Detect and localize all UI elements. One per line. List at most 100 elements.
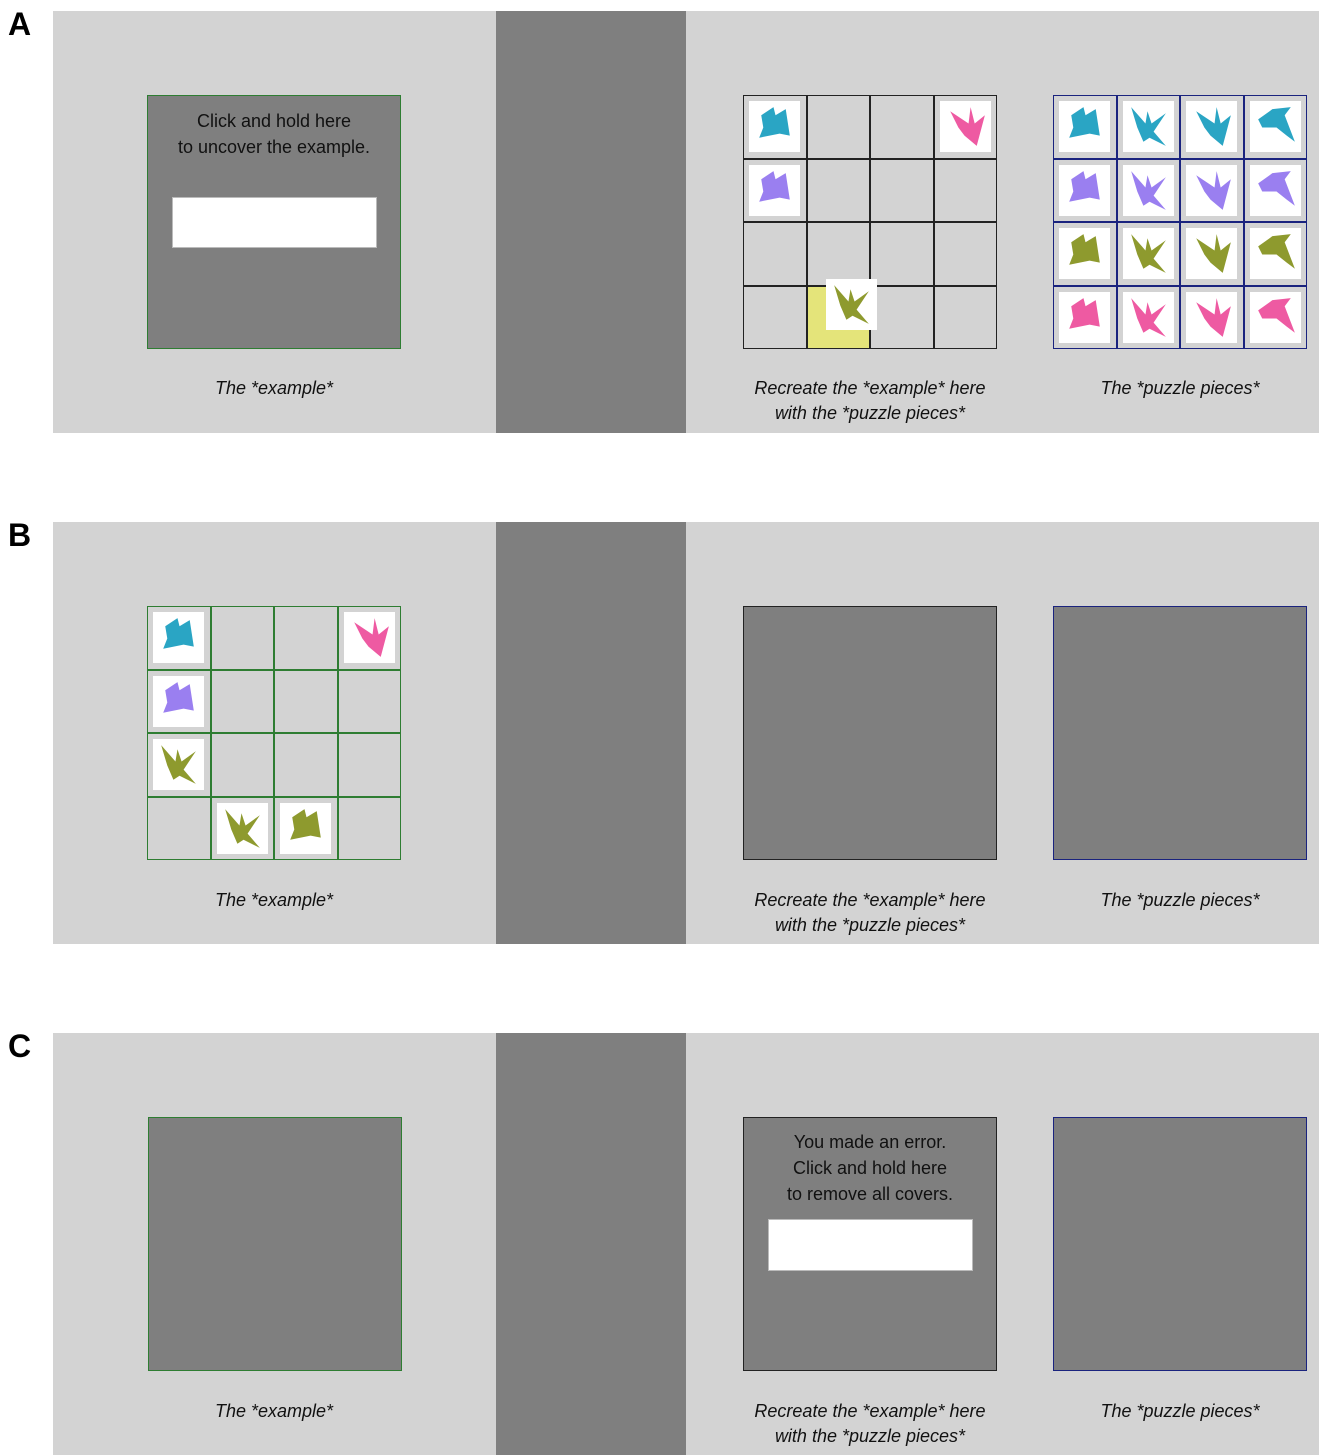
grid-cell[interactable] — [806, 222, 870, 286]
panel-letter-c: C — [8, 1028, 32, 1064]
puzzle-piece-bird[interactable] — [1186, 101, 1237, 152]
arrow-shape-icon — [161, 745, 196, 784]
blob-shape-icon — [290, 808, 321, 840]
puzzle-piece-arrow[interactable] — [1122, 101, 1174, 152]
example-cover[interactable] — [148, 1117, 402, 1371]
grid-cell[interactable] — [1180, 95, 1244, 159]
grid-cell[interactable] — [870, 222, 934, 286]
grid-cell[interactable] — [1180, 222, 1244, 286]
panel-b: The *example* Recreate the *example* her… — [53, 522, 1319, 944]
puzzle-piece-arrow[interactable] — [1122, 164, 1174, 216]
hold-button[interactable] — [172, 197, 377, 248]
puzzle-piece-arrow[interactable] — [216, 802, 268, 854]
grid-cell[interactable] — [274, 669, 338, 733]
grid-cell[interactable] — [210, 796, 274, 860]
error-text-line: to remove all covers. — [786, 1184, 954, 1204]
puzzle-piece-blob[interactable] — [749, 164, 800, 216]
puzzle-piece-bird[interactable] — [1186, 164, 1237, 216]
grid-cell[interactable] — [1053, 158, 1117, 222]
puzzle-piece-arrow[interactable] — [1122, 228, 1174, 279]
puzzle-piece-fish[interactable] — [1249, 164, 1301, 216]
target-error-cover[interactable]: You made an error. Click and hold here t… — [743, 1117, 997, 1371]
hold-button[interactable] — [768, 1219, 973, 1271]
grid-cell[interactable] — [1116, 95, 1180, 159]
puzzle-piece-blob[interactable] — [153, 612, 204, 663]
target-grid — [743, 95, 997, 349]
puzzle-piece-arrow[interactable] — [153, 739, 204, 790]
puzzle-piece-bird[interactable] — [1186, 291, 1237, 343]
grid-cell[interactable] — [147, 733, 211, 797]
puzzle-piece-blob[interactable] — [749, 101, 800, 152]
grid-cell[interactable] — [147, 796, 211, 860]
grid-cell[interactable] — [743, 158, 807, 222]
puzzle-piece-fish[interactable] — [1249, 291, 1301, 343]
grid-cell[interactable] — [337, 733, 401, 797]
puzzle-piece-fish[interactable] — [1249, 228, 1301, 279]
grid-cell[interactable] — [870, 285, 934, 349]
puzzle-piece-blob[interactable] — [1059, 228, 1110, 279]
example-grid — [147, 606, 401, 860]
puzzle-piece-blob[interactable] — [153, 675, 204, 727]
grid-cell[interactable] — [870, 158, 934, 222]
pieces-cover[interactable] — [1053, 1117, 1307, 1371]
grid-cell[interactable] — [1243, 158, 1307, 222]
panel-c: The *example* You made an error. Click a… — [53, 1033, 1319, 1455]
arrow-shape-icon — [1130, 170, 1166, 210]
puzzle-piece-blob[interactable] — [280, 802, 331, 854]
grid-cell[interactable] — [210, 606, 274, 670]
grid-cell[interactable] — [1053, 222, 1117, 286]
grid-cell[interactable] — [274, 606, 338, 670]
grid-cell[interactable] — [337, 669, 401, 733]
puzzle-piece-bird[interactable] — [939, 101, 991, 152]
grid-cell[interactable] — [1180, 158, 1244, 222]
grid-cell[interactable] — [210, 733, 274, 797]
pieces-caption: The *puzzle pieces* — [1100, 890, 1260, 910]
grid-cell[interactable] — [337, 796, 401, 860]
grid-cell[interactable] — [1053, 285, 1117, 349]
target-caption-line1: Recreate the *example* here — [754, 890, 986, 910]
grid-cell[interactable] — [1116, 158, 1180, 222]
pieces-cover[interactable] — [1053, 606, 1307, 860]
grid-cell[interactable] — [1053, 95, 1117, 159]
example-cover[interactable]: Click and hold here to uncover the examp… — [147, 95, 401, 349]
grid-cell[interactable] — [1243, 285, 1307, 349]
grid-cell[interactable] — [274, 796, 338, 860]
puzzle-piece-bird[interactable] — [1186, 228, 1237, 279]
puzzle-piece-fish[interactable] — [1249, 101, 1301, 152]
grid-cell[interactable] — [1180, 285, 1244, 349]
grid-cell[interactable] — [743, 222, 807, 286]
puzzle-piece-blob[interactable] — [1059, 101, 1110, 152]
puzzle-piece-arrow[interactable] — [1122, 291, 1174, 343]
grid-cell[interactable] — [806, 95, 870, 159]
target-cover[interactable] — [743, 606, 997, 860]
target-caption-line1: Recreate the *example* here — [754, 1401, 986, 1421]
grid-cell[interactable] — [274, 733, 338, 797]
grid-cell[interactable] — [933, 222, 997, 286]
puzzle-piece-blob[interactable] — [1059, 291, 1110, 343]
grid-cell[interactable] — [337, 606, 401, 670]
grid-cell[interactable] — [1243, 222, 1307, 286]
blob-shape-icon — [1069, 170, 1100, 202]
puzzle-piece-blob[interactable] — [1059, 164, 1110, 216]
grid-cell[interactable] — [1116, 222, 1180, 286]
grid-cell[interactable] — [933, 285, 997, 349]
grid-cell[interactable] — [806, 158, 870, 222]
grid-cell[interactable] — [210, 669, 274, 733]
puzzle-piece-bird[interactable] — [343, 612, 395, 663]
bird-shape-icon — [1196, 297, 1231, 337]
grid-cell[interactable] — [743, 285, 807, 349]
grid-cell[interactable] — [1243, 95, 1307, 159]
puzzle-piece-arrow[interactable] — [825, 278, 877, 330]
target-grid-cells — [743, 95, 997, 349]
fish-shape-icon — [1257, 107, 1295, 142]
grid-cell[interactable] — [743, 95, 807, 159]
grid-cell[interactable] — [870, 95, 934, 159]
error-text-line: You made an error. — [793, 1132, 947, 1152]
grid-cell[interactable] — [1116, 285, 1180, 349]
grid-cell[interactable] — [147, 669, 211, 733]
grid-cell[interactable] — [933, 95, 997, 159]
grid-cell[interactable] — [147, 606, 211, 670]
blob-shape-icon — [1069, 297, 1100, 329]
grid-cell[interactable] — [933, 158, 997, 222]
blob-shape-icon — [759, 170, 790, 202]
